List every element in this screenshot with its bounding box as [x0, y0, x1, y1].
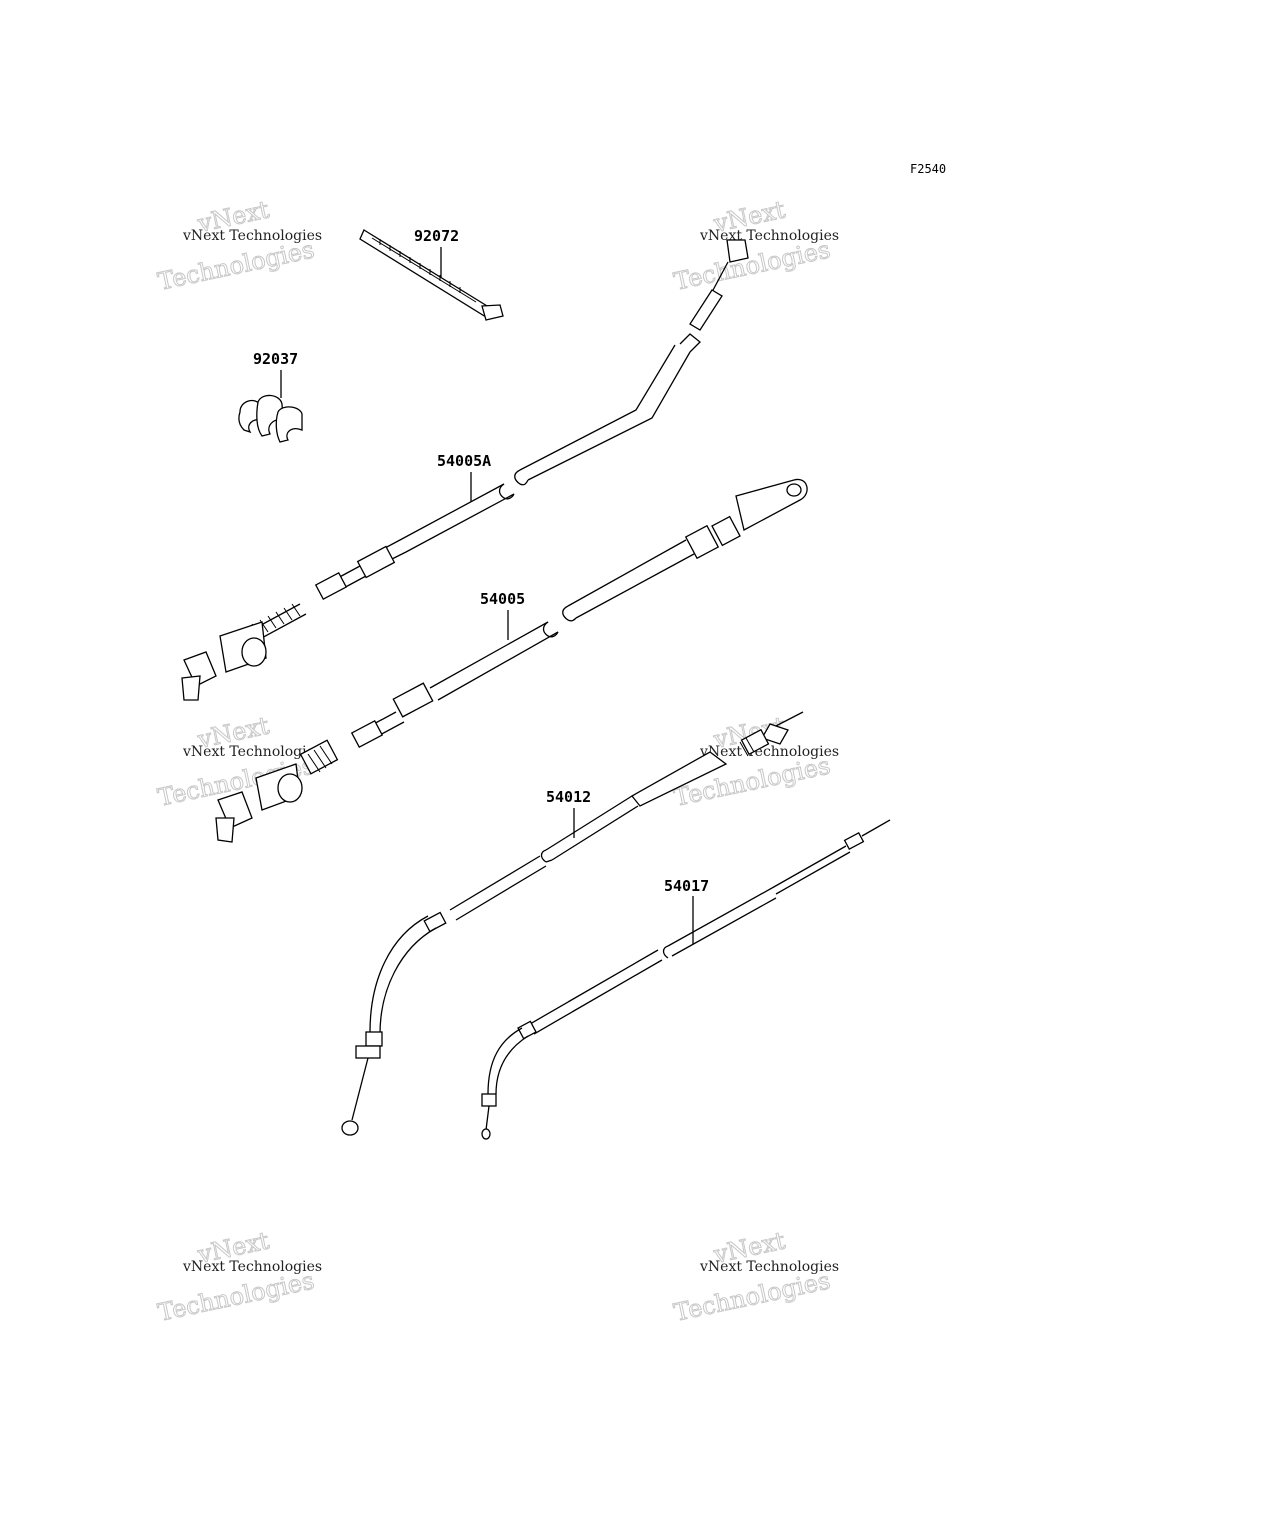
watermark-line-small: vNext Technologies [182, 1259, 322, 1275]
watermark-line-big: Technologies [671, 1266, 832, 1326]
part-54005A-cable: 54005A [181, 239, 749, 701]
part-label-54005A: 54005A [437, 452, 491, 470]
watermark-bottom-right: vNext vNext Technologies Technologies [671, 1226, 839, 1327]
part-54005-cable: 54005 [215, 478, 808, 843]
part-label-54017: 54017 [664, 877, 709, 895]
part-label-92072: 92072 [414, 227, 459, 245]
watermark-line-small: vNext Technologies [182, 228, 322, 244]
watermark-line-small: vNext Technologies [182, 744, 322, 760]
watermark-line-big: Technologies [671, 235, 832, 295]
part-54012-cable: 54012 [341, 711, 804, 1136]
part-label-54012: 54012 [546, 788, 591, 806]
watermark-line-small: vNext Technologies [699, 1259, 839, 1275]
part-92037-clamp: 92037 [238, 350, 303, 443]
part-label-54005: 54005 [480, 590, 525, 608]
watermark-top-right: vNext vNext Technologies Technologies [671, 195, 839, 296]
part-92072-cable-tie: 92072 [359, 227, 504, 321]
watermark-top-left: vNext vNext Technologies Technologies [155, 195, 322, 296]
part-54017-cable: 54017 [481, 819, 891, 1140]
watermark-line-small: vNext Technologies [699, 744, 839, 760]
figure-code: F2540 [910, 162, 946, 176]
watermark-line-big: Technologies [155, 1266, 316, 1326]
part-label-92037: 92037 [253, 350, 298, 368]
watermark-line-big: Technologies [155, 235, 316, 295]
watermark-bottom-left: vNext vNext Technologies Technologies [155, 1226, 322, 1327]
